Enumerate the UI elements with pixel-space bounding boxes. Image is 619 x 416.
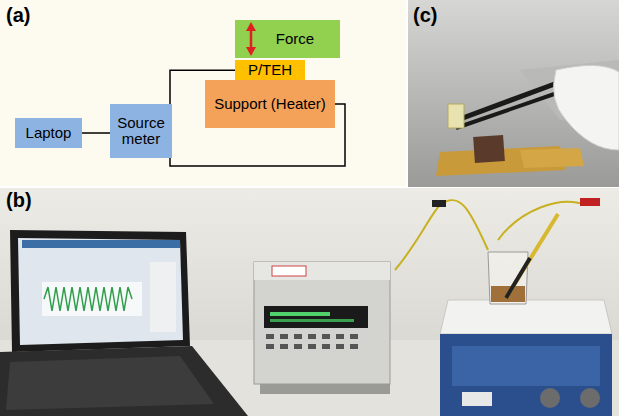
device-box: P/TEH [235, 60, 305, 81]
panel-label: (a) [6, 5, 30, 25]
box-label: Laptop [26, 125, 72, 142]
panel-label: (c) [413, 5, 437, 25]
box-label: Force [276, 31, 314, 48]
sample-photo [408, 0, 619, 187]
force-box: Force [235, 20, 340, 58]
box-label: P/TEH [248, 62, 292, 79]
computer-box: Laptop [15, 118, 82, 148]
setup-photo [0, 188, 619, 416]
support-box: Support (Heater) [205, 80, 335, 128]
schematic-ground [0, 0, 406, 186]
force-arrow-symbol [243, 21, 259, 57]
wire-connector [82, 132, 110, 134]
panel-label: (b) [6, 190, 32, 210]
box-label: Source meter [113, 115, 169, 148]
instrument-box: Source meter [110, 104, 172, 158]
box-label: Support (Heater) [214, 96, 326, 113]
